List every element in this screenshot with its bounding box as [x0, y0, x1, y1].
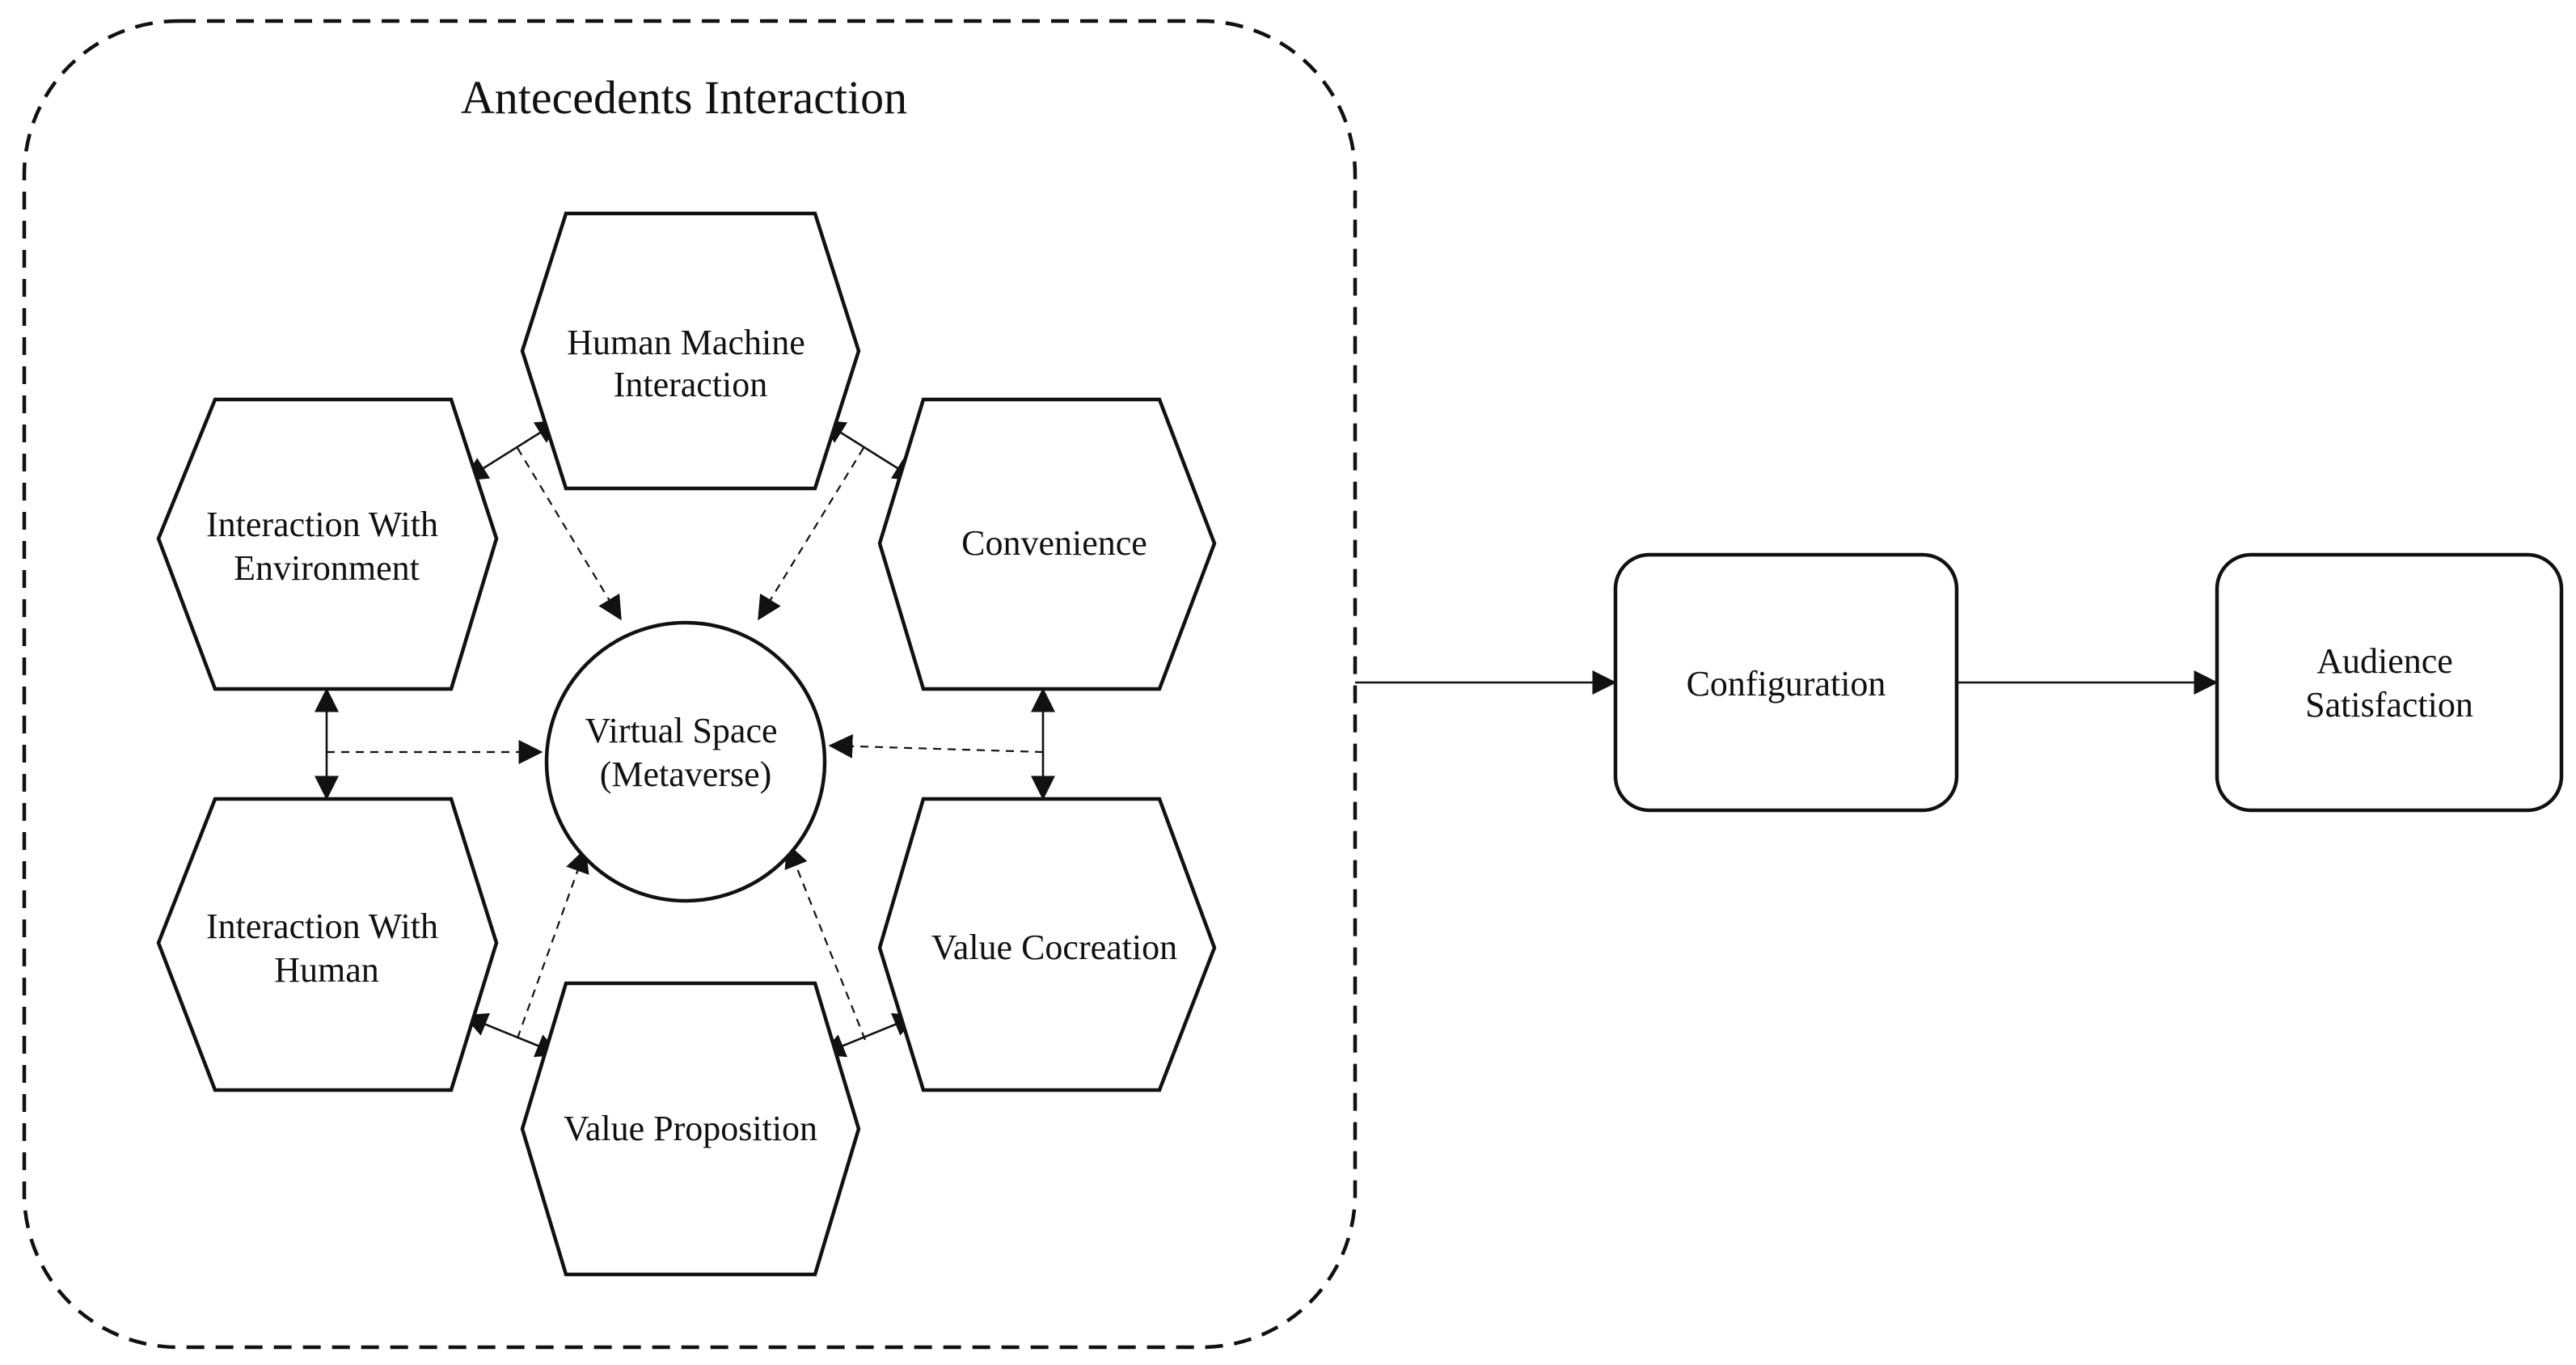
- hexagon-label: Value Cocreation: [931, 928, 1177, 967]
- antecedents-group-border: [22, 19, 1358, 1350]
- hexagon-label: Interaction With Human: [206, 906, 447, 990]
- audience-satisfaction-box: Audience Satisfaction: [2215, 552, 2564, 813]
- center-label: Virtual Space (Metaverse): [585, 711, 786, 794]
- dashed-human-machine-center-right: [758, 447, 864, 621]
- audience-satisfaction-label: Audience Satisfaction: [2305, 641, 2473, 725]
- dashed-value-cocreation-center: [784, 843, 867, 1041]
- group-title: Antecedents Interaction: [461, 71, 907, 124]
- center-links: [327, 447, 1044, 1041]
- configuration-box: Configuration: [1613, 552, 1959, 813]
- hexagon-convenience: Convenience: [877, 397, 1217, 691]
- hexagon-label: Interaction With Environment: [206, 505, 447, 588]
- hexagon-label: Convenience: [961, 523, 1147, 563]
- hexagon-label: Human Machine Interaction: [567, 323, 813, 404]
- hexagon-value-cocreation: Value Cocreation: [877, 797, 1217, 1092]
- hexagon-label: Value Proposition: [564, 1109, 817, 1148]
- hexagon-interaction-with-environment: Interaction With Environment: [156, 397, 499, 691]
- link-environment-human-machine: [462, 419, 561, 482]
- hexagon-interaction-with-human: Interaction With Human: [156, 797, 499, 1092]
- dashed-convenience-center: [828, 733, 1044, 759]
- dashed-value-proposition-center: [516, 847, 589, 1039]
- dashed-human-machine-center-left: [517, 447, 622, 621]
- configuration-label: Configuration: [1687, 664, 1886, 704]
- hexagon-value-proposition: Value Proposition: [520, 981, 861, 1277]
- hexagon-human-machine-interaction: Human Machine Interaction: [520, 211, 861, 491]
- link-value-proposition-interaction-human: [462, 1012, 561, 1058]
- center-virtual-space: Virtual Space (Metaverse): [544, 620, 827, 903]
